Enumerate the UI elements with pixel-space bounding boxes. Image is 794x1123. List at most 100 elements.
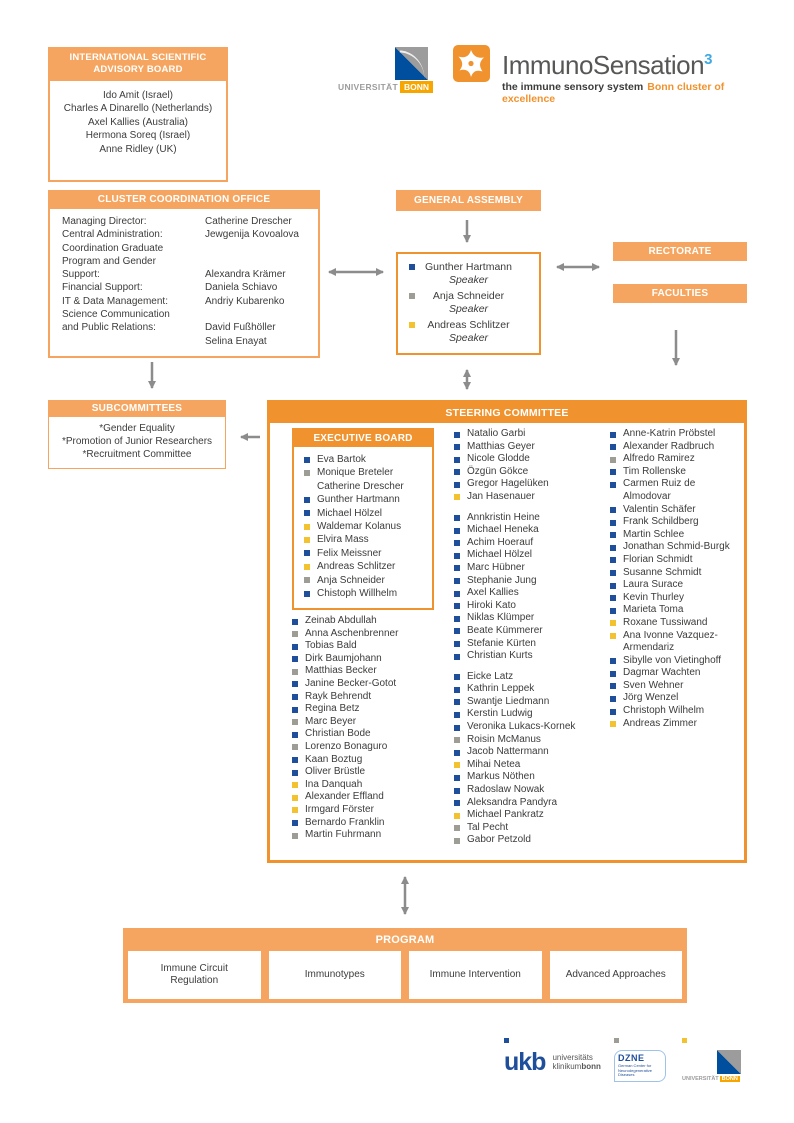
member-row: Andreas Schlitzer	[304, 560, 430, 573]
member-row: Stefanie Kürten	[454, 638, 610, 651]
affiliation-bullet-icon	[454, 711, 460, 718]
affiliation-bullet-icon	[454, 469, 460, 476]
member-name: Janine Becker-Gotot	[305, 677, 397, 689]
member-name: Jonathan Schmid-Burgk	[623, 541, 730, 553]
affiliation-bullet-icon	[610, 658, 616, 665]
affiliation-bullet-icon	[304, 469, 310, 476]
affiliation-bullet-icon	[292, 782, 298, 789]
speaker-name: Anja Schneider	[432, 290, 505, 302]
steering-members-column-3: Anne-Katrin Pröbstel Alexander Radbruch …	[610, 428, 743, 730]
member-row: Jörg Wenzel	[610, 692, 743, 705]
member-name: Tobias Bald	[305, 640, 357, 652]
member-row: Alexander Effland	[292, 791, 449, 804]
affiliation-bullet-icon	[304, 456, 310, 463]
member-row: Kevin Thurley	[610, 592, 743, 605]
ukb-logo-text: ukb	[504, 1048, 546, 1076]
subcommittees-box: SUBCOMMITTEES *Gender Equality*Promotion…	[48, 400, 226, 469]
member-name: Axel Kallies	[467, 587, 519, 599]
speaker-role: Speaker	[448, 274, 489, 286]
affiliation-bullet-icon	[610, 670, 616, 677]
member-name: Anne-Katrin Pröbstel	[623, 428, 716, 439]
member-name: Felix Meissner	[317, 547, 382, 559]
member-row: Kaan Boztug	[292, 754, 449, 767]
coordination-office-rows: Managing Director: Catherine Drescher Ce…	[48, 209, 320, 358]
affiliation-bullet-icon	[454, 837, 460, 844]
affiliation-bullet-icon	[610, 695, 616, 702]
ukb-line2b: bonn	[581, 1062, 601, 1071]
member-name: Martin Schlee	[623, 528, 685, 540]
affiliation-bullet-icon	[454, 431, 460, 438]
office-role	[62, 335, 205, 348]
advisory-board-box: INTERNATIONAL SCIENTIFIC ADVISORY BOARD …	[48, 47, 228, 183]
member-name: Matthias Becker	[305, 665, 377, 677]
member-row: Martin Schlee	[610, 529, 743, 542]
uni-bonn-logo-text: UNIVERSITÄT	[338, 82, 398, 92]
member-name: Achim Hoerauf	[467, 536, 534, 548]
member-row: Rayk Behrendt	[292, 691, 449, 704]
affiliation-bullet-icon	[610, 721, 616, 728]
affiliation-bullet-icon	[454, 800, 460, 807]
member-name: Chistoph Willhelm	[317, 588, 398, 600]
affiliation-bullet-icon	[304, 510, 310, 517]
member-name: Ina Danquah	[305, 778, 363, 790]
affiliation-bullet-icon	[454, 724, 460, 731]
member-name: Natalio Garbi	[467, 428, 526, 439]
affiliation-bullet-icon	[454, 552, 460, 559]
member-row: Gunther Hartmann	[304, 493, 430, 506]
affiliation-bullet-icon	[304, 523, 310, 530]
affiliation-bullet-icon	[292, 744, 298, 751]
office-row: Selina Enayat	[62, 335, 314, 348]
advisory-member: Charles A Dinarello (Netherlands)	[63, 103, 213, 115]
member-row: Michael Heneka	[454, 524, 610, 537]
member-row: Catherine Drescher	[304, 480, 430, 493]
member-row: Jan Hasenauer	[454, 491, 610, 504]
member-name: Tim Rollenske	[623, 465, 686, 477]
member-name: Jan Hasenauer	[467, 490, 535, 502]
steering-committee-box: STEERING COMMITTEE EXECUTIVE BOARD Eva B…	[267, 400, 747, 863]
program-area: Advanced Approaches	[549, 951, 682, 999]
office-role: IT & Data Management:	[62, 295, 168, 307]
speaker-item: Gunther Hartmann Speaker	[398, 261, 539, 287]
member-row: Dagmar Wachten	[610, 667, 743, 680]
advisory-board-title: INTERNATIONAL SCIENTIFIC ADVISORY BOARD	[48, 47, 228, 81]
member-row: Natalio Garbi	[454, 428, 610, 441]
affiliation-bullet-icon	[610, 557, 616, 564]
member-name: Martin Fuhrmann	[305, 829, 382, 841]
member-row: Roxane Tussiwand	[610, 617, 743, 630]
member-name: Laura Surace	[623, 579, 684, 591]
member-name: Christian Bode	[305, 728, 371, 740]
office-row: Science Communication	[62, 308, 314, 321]
member-row: Irmgard Förster	[292, 804, 449, 817]
affiliation-bullet-icon	[454, 603, 460, 610]
member-name: Carmen Ruiz de Almodovar	[623, 478, 696, 502]
affiliation-bullet-icon	[292, 656, 298, 663]
affiliation-bullet-icon	[454, 540, 460, 547]
office-row: Central Administration: Jewgenija Kovoal…	[62, 228, 314, 241]
member-row: Alexander Radbruch	[610, 441, 743, 454]
member-row: Andreas Zimmer	[610, 718, 743, 731]
affiliation-bullet-icon	[304, 483, 310, 489]
immunosensation-logo: ImmunoSensation3 the immune sensory syst…	[453, 45, 753, 105]
ukb-line1: universitäts	[552, 1052, 593, 1062]
member-row: Kerstin Ludwig	[454, 708, 610, 721]
affiliation-bullet-icon	[610, 544, 616, 551]
affiliation-bullet-icon	[292, 618, 298, 625]
affiliation-bullet-icon	[454, 494, 460, 501]
affiliation-bullet-icon	[454, 481, 460, 488]
member-name: Kathrin Leppek	[467, 683, 535, 695]
member-name: Alfredo Ramirez	[623, 453, 695, 465]
affiliation-bullet-icon	[610, 532, 616, 539]
member-row: Frank Schildberg	[610, 516, 743, 529]
member-name: Zeinab Abdullah	[305, 615, 377, 626]
member-row: Kathrin Leppek	[454, 683, 610, 696]
member-name: Lorenzo Bonaguro	[305, 740, 388, 752]
affiliation-bullet-icon	[454, 686, 460, 693]
affiliation-bullet-icon	[454, 653, 460, 660]
member-name: Roxane Tussiwand	[623, 616, 708, 628]
member-row: Christian Kurts	[454, 650, 610, 663]
member-row: Zeinab Abdullah	[292, 615, 449, 628]
affiliation-bullet-icon	[454, 749, 460, 756]
speakers-box: Gunther Hartmann Speaker Anja Schneider …	[396, 252, 541, 355]
affiliation-bullet-icon	[304, 550, 310, 557]
